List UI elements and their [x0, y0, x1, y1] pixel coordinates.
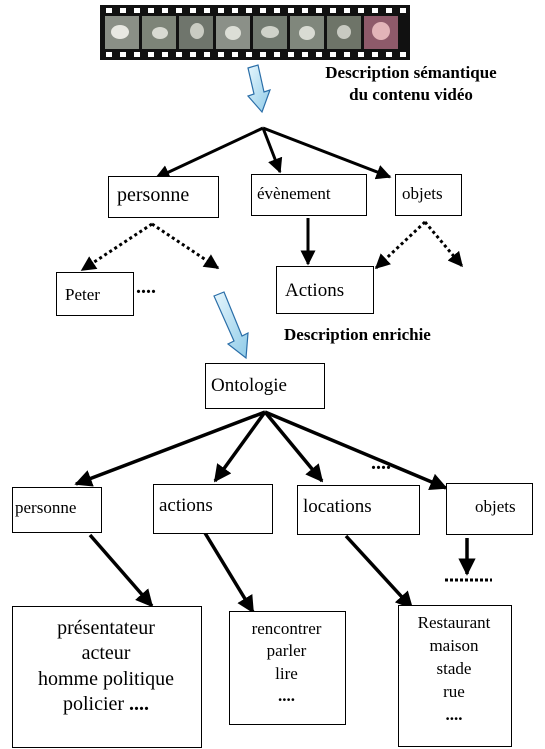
leaf-actions-item: rencontrer [251, 619, 322, 638]
node-peter-label: Peter [65, 285, 100, 304]
node-actions-top-label: Actions [285, 280, 345, 301]
node-evenement: évènement [251, 174, 367, 216]
caption-top-line-2: du contenu vidéo [349, 85, 473, 105]
node-onto-locations: locations [297, 485, 420, 535]
between-ellipsis: .... [371, 452, 391, 474]
leaf-actions-list: rencontrer parler lire .... [230, 618, 343, 708]
node-onto-actions-label: actions [159, 495, 213, 516]
film-strip-image [100, 5, 410, 60]
leaf-personne: présentateur acteur homme politique poli… [12, 606, 202, 748]
node-onto-objets-label: objets [475, 497, 516, 516]
leaf-actions-item: parler [266, 641, 307, 661]
node-actions-top: Actions [276, 266, 374, 314]
leaf-actions: rencontrer parler lire .... [229, 611, 346, 725]
node-peter: Peter [56, 272, 134, 316]
caption-mid: Description enrichie [284, 325, 431, 344]
peter-ellipsis: .... [136, 276, 156, 298]
leaf-personne-item: acteur [81, 642, 131, 665]
node-onto-locations-label: locations [303, 496, 372, 517]
node-objets-top: objets [395, 174, 462, 216]
node-personne: personne [108, 176, 219, 218]
node-onto-objets: objets [446, 483, 533, 535]
node-objets-top-label: objets [402, 184, 443, 203]
node-ontologie-label: Ontologie [211, 375, 287, 396]
caption-top-line-1: Description sémantique [325, 63, 497, 82]
leaf-locations-list: Restaurant maison stade rue .... [399, 612, 509, 727]
node-onto-actions: actions [153, 484, 273, 534]
leaf-locations-item: rue [443, 681, 465, 701]
leaf-personne-item: policier .... [13, 692, 199, 717]
leaf-personne-ellipsis: .... [129, 693, 150, 716]
leaf-locations-item: stade [436, 658, 472, 678]
block-arrow-1 [246, 64, 271, 114]
leaf-locations-item: maison [429, 635, 479, 655]
caption-top: Description sémantique du contenu vidéo [286, 62, 536, 106]
node-personne-label: personne [117, 184, 190, 206]
node-onto-personne-label: personne [15, 498, 77, 517]
node-onto-personne: personne [12, 487, 102, 533]
leaf-locations-item: Restaurant [417, 613, 491, 632]
node-ontologie: Ontologie [205, 363, 325, 409]
leaf-personne-item-last: policier [62, 693, 125, 716]
leaf-personne-item: homme politique [37, 667, 175, 690]
leaf-locations-ellipsis: .... [445, 704, 463, 724]
leaf-personne-item: présentateur [57, 617, 155, 639]
leaf-personne-list: présentateur acteur homme politique poli… [13, 616, 199, 718]
leaf-actions-ellipsis: .... [278, 686, 295, 706]
block-arrow-2 [213, 291, 249, 360]
node-evenement-label: évènement [257, 184, 331, 203]
leaf-locations: Restaurant maison stade rue .... [398, 605, 512, 747]
leaf-actions-item: lire [275, 663, 298, 683]
